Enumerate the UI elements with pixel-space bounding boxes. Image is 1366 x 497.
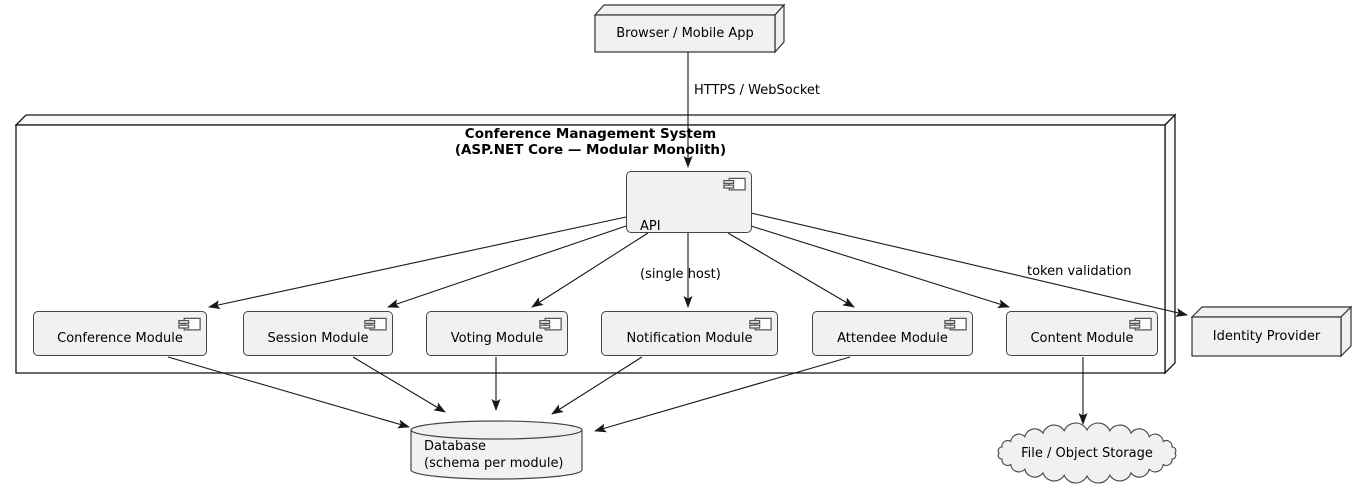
session-module-label: Session Module (267, 330, 369, 346)
system-title: Conference Management System (ASP.NET Co… (16, 126, 1165, 158)
edge-api-conference (208, 216, 627, 310)
api-label-line1: API (640, 219, 661, 234)
edge-api-identity-provider (750, 212, 1188, 317)
identity-provider-node-shape (1190, 305, 1353, 358)
component-icon (539, 317, 562, 331)
edge-label-https-websocket: HTTPS / WebSocket (694, 83, 821, 98)
api-label: API (single host) (640, 187, 721, 315)
notification-module-component: Notification Module (601, 311, 778, 356)
system-title-line1: Conference Management System (464, 126, 717, 142)
edge-attendee-db (594, 356, 851, 433)
edges (167, 52, 1188, 433)
notification-module-label: Notification Module (626, 330, 753, 346)
component-icon (1129, 317, 1152, 331)
system-container-shape (14, 113, 1177, 375)
browser-node-label: Browser / Mobile App (616, 26, 754, 41)
session-module-component: Session Module (243, 311, 393, 356)
database-label-line2: (schema per module) (424, 455, 564, 471)
edge-label-token-validation: token validation (1027, 264, 1132, 279)
system-title-line2: (ASP.NET Core — Modular Monolith) (454, 142, 727, 158)
component-icon (364, 317, 387, 331)
conference-module-label: Conference Module (57, 330, 183, 346)
identity-provider-label: Identity Provider (1212, 329, 1321, 344)
component-icon (178, 317, 201, 331)
conference-module-component: Conference Module (33, 311, 207, 356)
edge-api-session (387, 225, 627, 308)
component-icon (723, 177, 746, 191)
file-storage-label: File / Object Storage (1021, 445, 1153, 461)
edge-notification-db (551, 356, 643, 415)
database-label: Database (schema per module) (424, 439, 564, 472)
edge-conference-db (167, 356, 410, 429)
api-label-line2: (single host) (640, 267, 721, 282)
edge-api-attendee (727, 232, 855, 308)
file-storage-shape (997, 422, 1177, 484)
voting-module-component: Voting Module (426, 311, 568, 356)
database-shape (410, 420, 583, 480)
edge-api-content (750, 225, 1010, 308)
attendee-module-component: Attendee Module (812, 311, 973, 356)
component-icon (944, 317, 967, 331)
voting-module-label: Voting Module (450, 330, 544, 346)
edge-session-db (352, 356, 446, 413)
content-module-component: Content Module (1006, 311, 1158, 356)
edge-api-voting (531, 232, 649, 308)
browser-node-shape (593, 3, 786, 54)
database-label-line1: Database (424, 439, 487, 454)
component-icon (749, 317, 772, 331)
api-component: API (single host) (626, 171, 752, 282)
content-module-label: Content Module (1030, 330, 1134, 346)
attendee-module-label: Attendee Module (837, 330, 948, 346)
